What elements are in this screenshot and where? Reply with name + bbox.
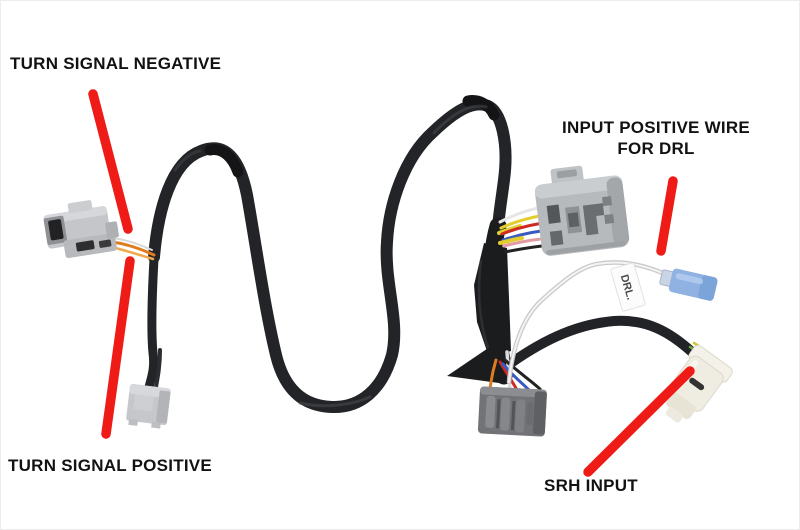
label-turn-signal-negative: TURN SIGNAL NEGATIVE bbox=[10, 54, 222, 73]
pointer-turn-signal-positive bbox=[101, 256, 135, 439]
turn-signal-pigtail-wires bbox=[110, 237, 156, 261]
main-harness-loom bbox=[148, 95, 512, 413]
label-srh-input: SRH INPUT bbox=[544, 476, 638, 495]
drl-wire-tag: DRL. bbox=[610, 262, 646, 312]
turn-signal-positive-branch bbox=[144, 254, 162, 392]
label-drl-input: INPUT POSITIVE WIRE FOR DRL bbox=[542, 117, 770, 159]
label-turn-signal-positive: TURN SIGNAL POSITIVE bbox=[8, 456, 212, 475]
srh-branch-loom bbox=[506, 315, 698, 368]
turn-signal-negative-connector bbox=[43, 200, 119, 259]
lower-multi-pin-connector bbox=[477, 386, 547, 437]
taped-trunk bbox=[447, 217, 513, 385]
turn-signal-positive-connector bbox=[126, 384, 171, 429]
callout-pointers bbox=[88, 89, 695, 477]
label-drl-input-line1: INPUT POSITIVE WIRE bbox=[562, 118, 750, 137]
srh-input-connector bbox=[665, 344, 733, 423]
label-drl-input-line2: FOR DRL bbox=[617, 139, 695, 158]
pointer-turn-signal-negative bbox=[88, 89, 133, 234]
drl-multi-pin-connector bbox=[534, 165, 630, 256]
pointer-srh-input bbox=[583, 366, 695, 477]
pointer-drl-input bbox=[656, 176, 678, 256]
drl-spade-terminal bbox=[659, 268, 718, 301]
